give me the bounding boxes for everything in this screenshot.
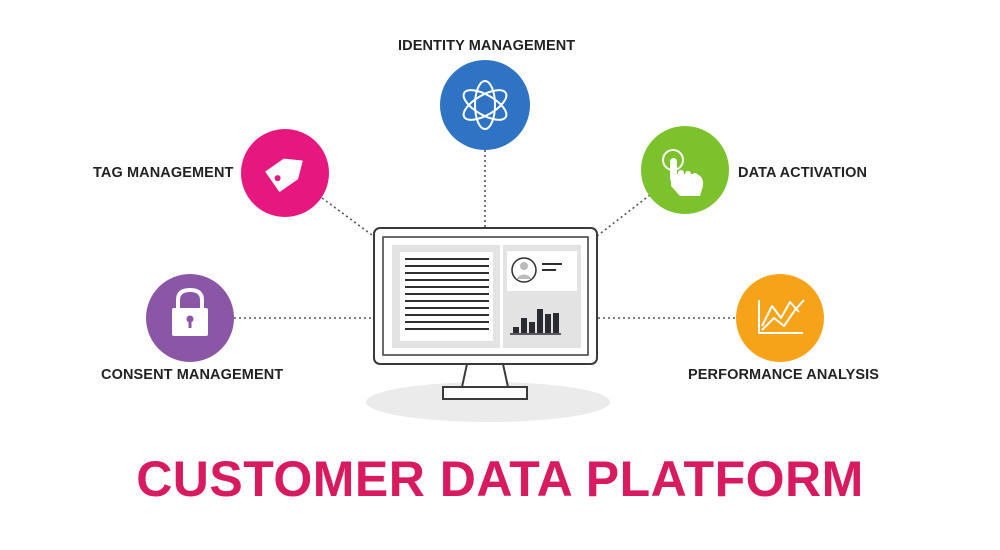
connector-tag: [321, 197, 377, 239]
label-tag-management: TAG MANAGEMENT: [93, 165, 234, 181]
monitor-stand: [460, 363, 510, 388]
pointing-hand-icon: [662, 149, 704, 196]
activation-circle: [641, 126, 729, 214]
document-lines: [405, 258, 489, 330]
identity-circle: [440, 60, 530, 150]
node-consent: [146, 274, 234, 362]
connectors: [234, 150, 738, 319]
node-performance: [736, 274, 824, 362]
label-consent-management: CONSENT MANAGEMENT: [101, 367, 284, 383]
user-avatar-icon: [511, 257, 537, 283]
label-data-activation: DATA ACTIVATION: [738, 165, 868, 181]
monitor: [373, 227, 598, 400]
page-title: CUSTOMER DATA PLATFORM: [136, 451, 864, 507]
padlock-icon: [172, 287, 208, 336]
node-tag: [241, 129, 329, 217]
connector-activation: [596, 194, 651, 237]
line-chart-icon: [758, 299, 805, 334]
node-activation: [641, 126, 729, 214]
tag-icon: [265, 158, 303, 192]
label-identity-management: IDENTITY MANAGEMENT: [398, 38, 576, 54]
label-performance-analysis: PERFORMANCE ANALYSIS: [688, 367, 880, 383]
profile-text-lines: [542, 263, 562, 271]
node-identity: [440, 60, 530, 150]
monitor-shadow: [366, 382, 610, 422]
bar-chart-icon: [510, 309, 561, 335]
monitor-base: [442, 386, 528, 400]
